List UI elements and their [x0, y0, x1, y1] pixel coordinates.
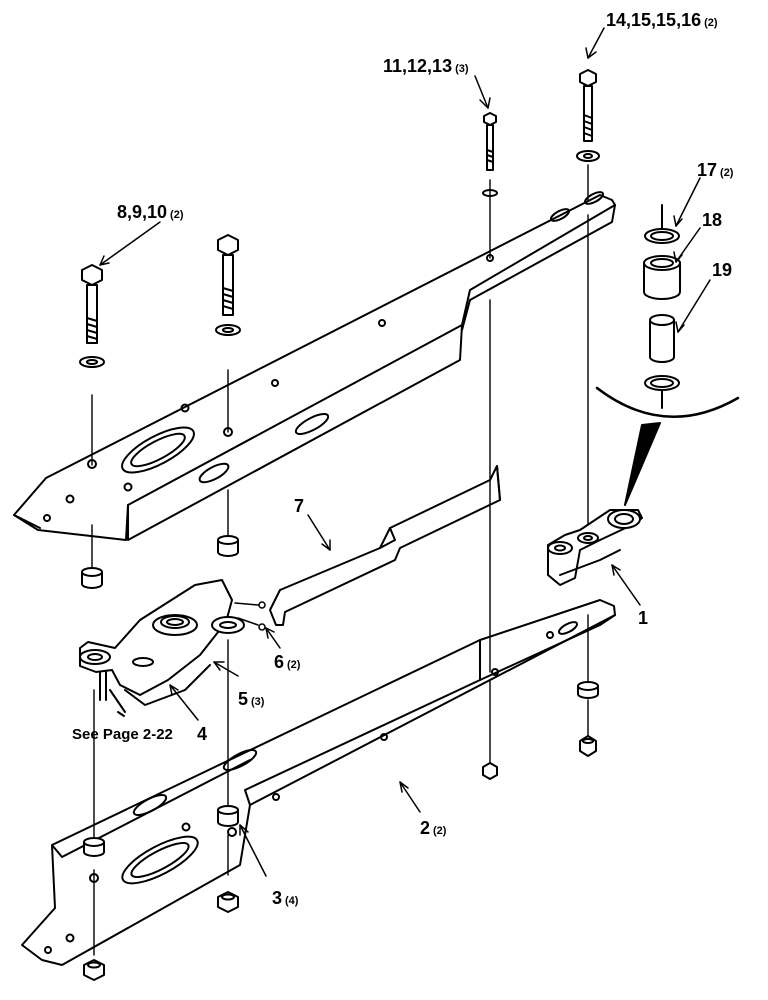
spacer-part-3-b: [217, 805, 239, 827]
spacer-part-3-a: [83, 837, 105, 857]
callout-1: 1: [638, 608, 648, 628]
callout-14-15-15-16: 14,15,15,16(2): [606, 10, 718, 30]
detail-bushing-parts: [595, 204, 740, 506]
bolt-left-2: [215, 234, 241, 336]
callout-17: 17(2): [697, 160, 734, 180]
callout-18: 18: [702, 210, 722, 230]
nut-right: [579, 735, 597, 757]
callout-19: 19: [712, 260, 732, 280]
callout-4: 4: [197, 724, 207, 744]
assembly-centerlines: [91, 164, 589, 956]
callout-7: 7: [294, 496, 304, 516]
callout-8-9-10: 8,9,10(2): [117, 202, 184, 222]
idler-arm-assembly-part-4: [79, 579, 245, 717]
lower-frame-plate: [21, 599, 616, 966]
nut-center: [482, 762, 498, 780]
strap-part-7: [269, 465, 501, 626]
callout-labels: 14,15,15,16(2) 11,12,13(3) 17(2) 18 19 8…: [72, 10, 734, 908]
nut-mid: [217, 891, 239, 913]
callout-2: 2(2): [420, 818, 447, 838]
spacer-left-upper: [81, 567, 103, 589]
spacer-mid-upper: [217, 535, 239, 557]
upper-frame-plate: [13, 191, 616, 541]
leader-lines: [99, 27, 711, 877]
callout-11-12-13: 11,12,13(3): [383, 56, 469, 76]
callout-6: 6(2): [274, 652, 301, 672]
nut-left: [83, 959, 105, 981]
callout-3: 3(4): [272, 888, 299, 908]
see-page-note: See Page 2-22: [72, 726, 173, 743]
spacer-right-lower: [577, 681, 599, 699]
bolt-left-1: [79, 264, 105, 368]
callout-5: 5(3): [238, 689, 265, 709]
bolt-right: [576, 69, 600, 162]
pivot-bracket-part-1: [547, 509, 643, 586]
bolt-center: [482, 112, 498, 197]
bolt-part-6: [234, 601, 266, 631]
